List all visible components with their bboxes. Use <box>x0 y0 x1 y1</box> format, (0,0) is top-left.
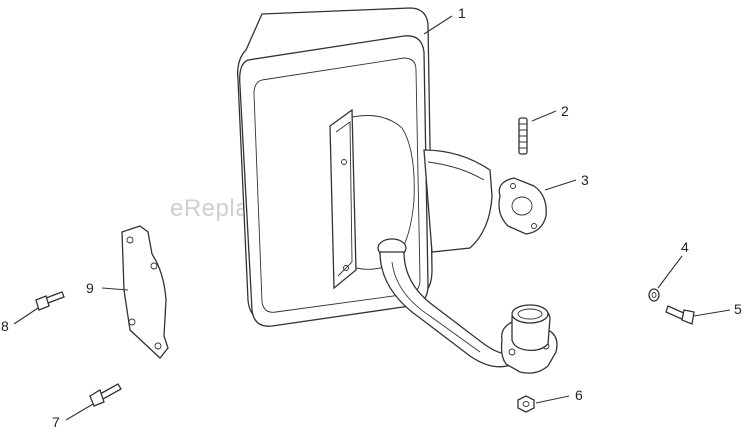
screw-part-8 <box>35 291 65 311</box>
exhaust-pipe <box>379 251 558 374</box>
callout-9: 9 <box>86 280 94 296</box>
callout-1: 1 <box>458 5 466 21</box>
callout-8: 8 <box>1 318 9 334</box>
stud-part <box>518 117 528 155</box>
nut-part <box>517 395 535 413</box>
callout-3: 3 <box>581 172 589 188</box>
screw-part-7 <box>89 383 122 407</box>
bracket-part <box>121 225 169 359</box>
washer-part <box>648 288 660 302</box>
callout-6: 6 <box>575 387 583 403</box>
leader-lines <box>13 15 731 421</box>
callout-4: 4 <box>681 239 689 255</box>
callout-labels: 1 2 3 4 5 6 7 8 9 <box>1 5 742 430</box>
callout-5: 5 <box>734 301 742 317</box>
screw-part-5 <box>665 305 695 325</box>
callout-7: 7 <box>52 414 60 430</box>
gasket-part <box>498 177 547 235</box>
muffler-part <box>237 7 493 327</box>
callout-2: 2 <box>561 103 569 119</box>
